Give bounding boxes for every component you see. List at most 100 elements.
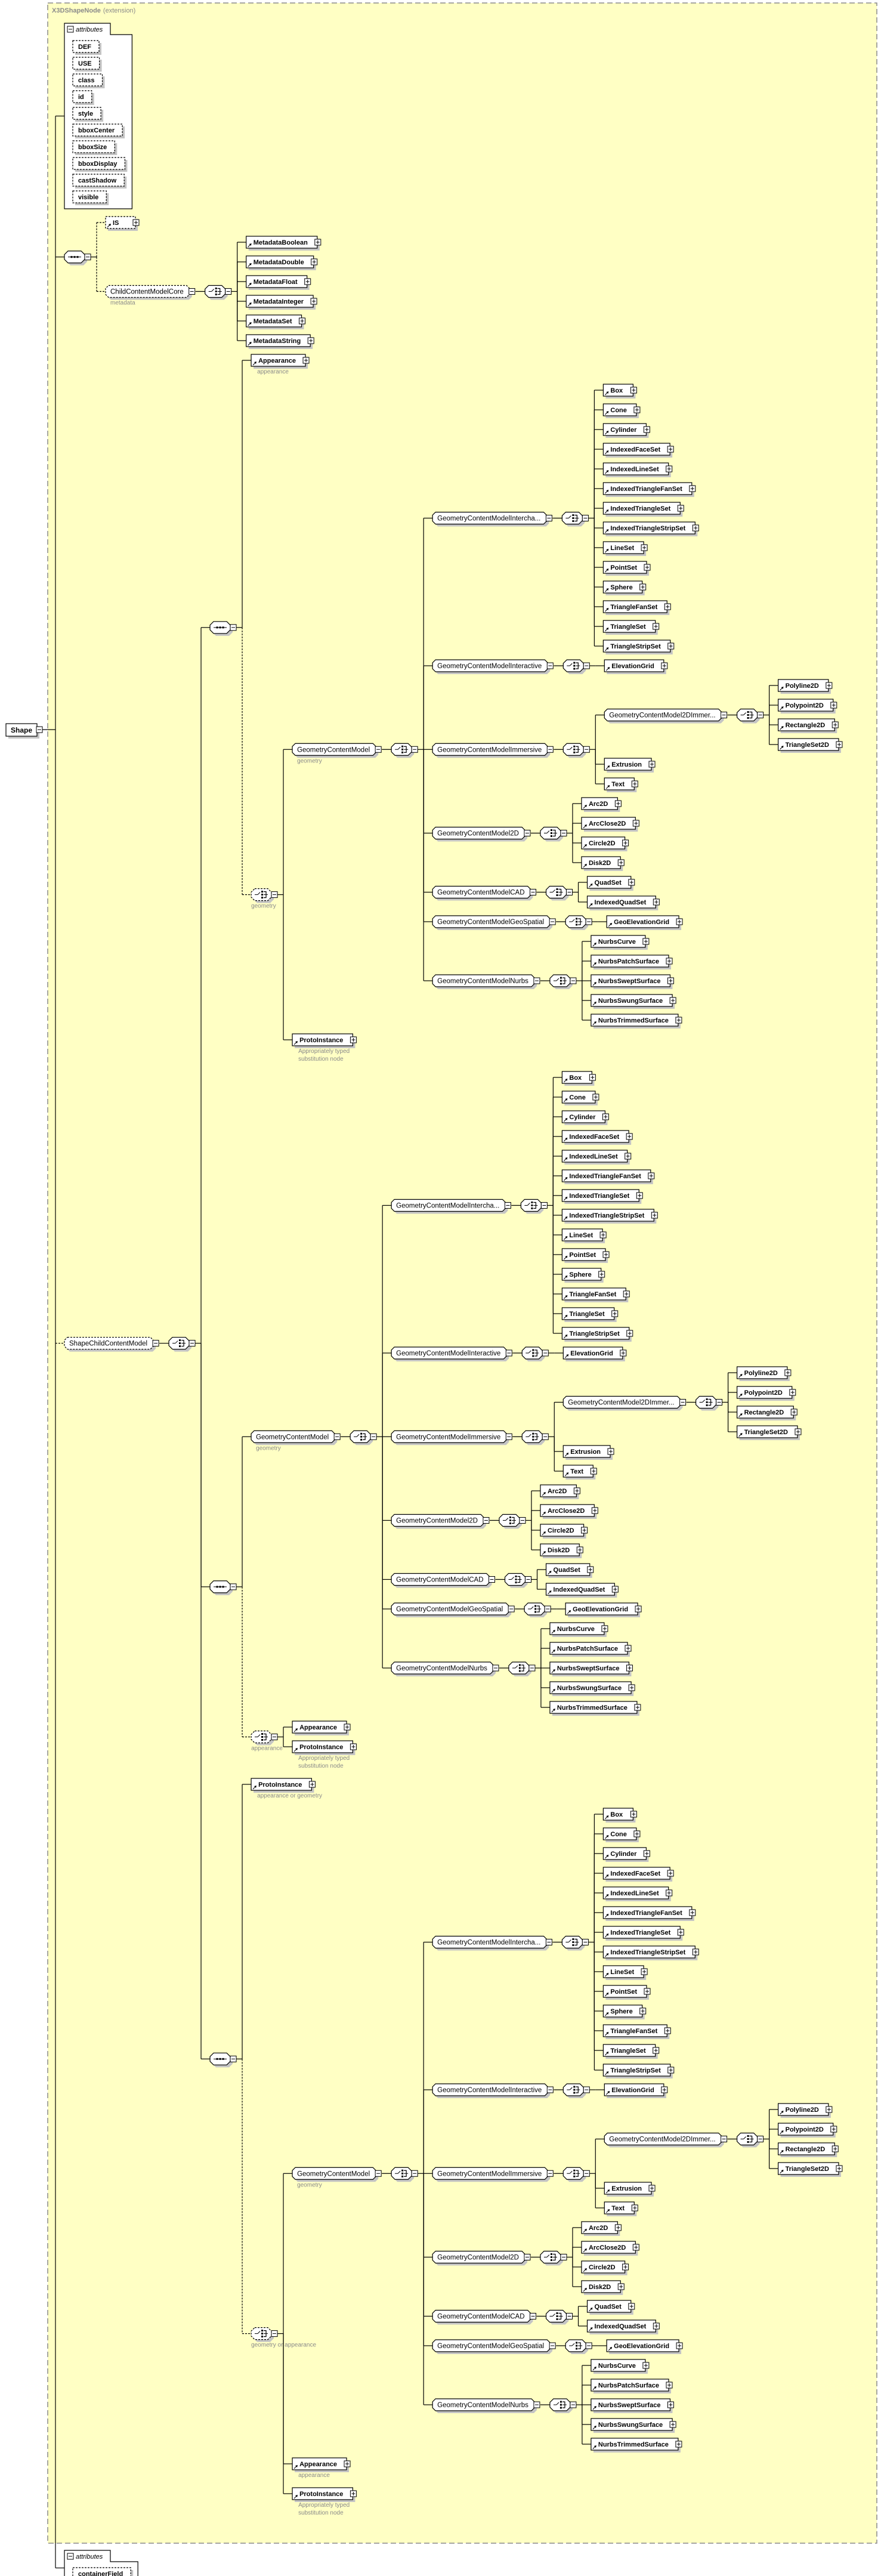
element-IndexedQuadSet[interactable]: IndexedQuadSet <box>545 1583 619 1598</box>
element-MetadataFloat[interactable]: MetadataFloat <box>246 275 311 290</box>
attribute-DEF[interactable]: DEF <box>72 40 101 55</box>
collapse-button[interactable] <box>585 918 592 925</box>
element-IndexedTriangleSet[interactable]: IndexedTriangleSet <box>602 1926 684 1941</box>
choice-compositor[interactable] <box>737 2132 764 2148</box>
expand-button[interactable] <box>573 1487 580 1494</box>
element-Appearance[interactable]: Appearance <box>292 1721 351 1735</box>
element-TriangleFanSet[interactable]: TriangleFanSet <box>602 600 671 615</box>
collapse-button[interactable] <box>528 1664 536 1672</box>
root-element-shape[interactable]: Shape <box>5 723 43 739</box>
element-TriangleSet2D[interactable]: TriangleSet2D <box>737 1425 802 1440</box>
expand-button[interactable] <box>617 859 625 866</box>
element-PointSet[interactable]: PointSet <box>602 1985 651 2000</box>
collapse-button[interactable] <box>492 1664 499 1672</box>
collapse-button[interactable] <box>546 746 554 753</box>
element-IndexedTriangleStripSet[interactable]: IndexedTriangleStripSet <box>602 521 699 536</box>
element-MetadataBoolean[interactable]: MetadataBoolean <box>246 236 322 251</box>
expand-button[interactable] <box>598 1271 605 1278</box>
expand-button[interactable] <box>310 298 317 305</box>
choice-compositor[interactable] <box>565 2339 592 2354</box>
expand-button[interactable] <box>631 780 638 787</box>
expand-button[interactable] <box>611 1310 619 1317</box>
choice-compositor[interactable]: geometry or appearance <box>251 2327 316 2349</box>
expand-button[interactable] <box>626 1330 633 1337</box>
collapse-button[interactable] <box>152 1340 159 1347</box>
expand-button[interactable] <box>632 2244 639 2251</box>
element-Polypoint2D[interactable]: Polypoint2D <box>778 699 837 714</box>
element-IndexedTriangleFanSet[interactable]: IndexedTriangleFanSet <box>602 482 696 497</box>
choice-compositor[interactable] <box>562 659 590 674</box>
expand-button[interactable] <box>587 1566 594 1573</box>
expand-button[interactable] <box>304 278 311 285</box>
choice-compositor[interactable] <box>504 1573 532 1588</box>
group-GeometryContentModel2D[interactable]: GeometryContentModel2D <box>432 826 531 842</box>
group-GeometryContentModelCAD[interactable]: GeometryContentModelCAD <box>432 885 537 901</box>
expand-button[interactable] <box>790 1409 797 1416</box>
group-GeometryContentModelNurbs[interactable]: GeometryContentModelNurbs <box>391 1661 499 1676</box>
collapse-button[interactable] <box>545 1939 552 1945</box>
collapse-button[interactable] <box>545 515 552 521</box>
collapse-button[interactable] <box>271 2330 278 2337</box>
collapse-button[interactable] <box>560 830 567 836</box>
expand-button[interactable] <box>692 524 699 532</box>
choice-compositor[interactable] <box>545 885 573 901</box>
element-MetadataInteger[interactable]: MetadataInteger <box>246 295 317 310</box>
expand-button[interactable] <box>648 2185 656 2192</box>
element-ElevationGrid[interactable]: ElevationGrid <box>604 2083 668 2098</box>
expand-button[interactable] <box>689 1909 696 1916</box>
element-IndexedFaceSet[interactable]: IndexedFaceSet <box>561 1130 633 1145</box>
expand-button[interactable] <box>789 1389 796 1396</box>
expand-button[interactable] <box>299 317 306 325</box>
expand-button[interactable] <box>302 357 310 364</box>
expand-button[interactable] <box>648 761 656 768</box>
element-Polypoint2D[interactable]: Polypoint2D <box>737 1386 796 1401</box>
group-GeometryContentModelIntercha[interactable]: GeometryContentModelIntercha... <box>391 1199 511 1214</box>
choice-compositor[interactable] <box>499 1514 526 1529</box>
element-LineSet[interactable]: LineSet <box>602 1965 648 1980</box>
element-QuadSet[interactable]: QuadSet <box>586 876 635 891</box>
element-Text[interactable]: Text <box>604 2201 638 2216</box>
expand-button[interactable] <box>307 337 314 344</box>
attribute-visible[interactable]: visible <box>72 190 109 205</box>
collapse-button[interactable] <box>230 1583 237 1590</box>
collapse-button[interactable] <box>530 889 537 895</box>
expand-button[interactable] <box>622 2263 629 2271</box>
element-Disk2D[interactable]: Disk2D <box>581 856 625 871</box>
expand-button[interactable] <box>653 2322 660 2330</box>
element-NurbsCurve[interactable]: NurbsCurve <box>591 2359 650 2374</box>
choice-compositor[interactable] <box>561 511 589 527</box>
expand-button[interactable] <box>643 1850 650 1857</box>
expand-button[interactable] <box>617 2283 625 2290</box>
element-Polyline2D[interactable]: Polyline2D <box>737 1366 792 1381</box>
choice-compositor[interactable] <box>540 2250 567 2266</box>
element-MetadataSet[interactable]: MetadataSet <box>246 314 306 329</box>
element-Disk2D[interactable]: Disk2D <box>581 2280 625 2295</box>
expand-button[interactable] <box>664 603 671 610</box>
expand-button[interactable] <box>669 2421 676 2428</box>
expand-button[interactable] <box>666 2382 673 2389</box>
expand-button[interactable] <box>630 387 637 394</box>
element-Cylinder[interactable]: Cylinder <box>561 1110 609 1125</box>
expand-button[interactable] <box>830 2126 837 2133</box>
group-GeometryContentModelGeoSpatial[interactable]: GeometryContentModelGeoSpatial <box>432 2339 556 2354</box>
attribute-containerField[interactable]: containerField <box>72 2567 134 2576</box>
expand-button[interactable] <box>669 997 676 1004</box>
expand-button[interactable] <box>664 2027 671 2034</box>
element-TriangleSet2D[interactable]: TriangleSet2D <box>778 738 843 753</box>
expand-button[interactable] <box>653 2047 660 2054</box>
group-GeometryContentModelCAD[interactable]: GeometryContentModelCAD <box>391 1573 496 1588</box>
element-ArcClose2D[interactable]: ArcClose2D <box>540 1504 598 1519</box>
expand-button[interactable] <box>648 1172 655 1179</box>
collapse-button[interactable] <box>67 26 74 33</box>
collapse-button[interactable] <box>757 712 764 718</box>
expand-button[interactable] <box>630 1811 637 1818</box>
collapse-button[interactable] <box>716 1399 723 1406</box>
group-GeometryContentModelInteractive[interactable]: GeometryContentModelInteractive <box>432 2083 554 2098</box>
element-TriangleSet[interactable]: TriangleSet <box>602 2044 660 2059</box>
choice-compositor[interactable] <box>562 2083 590 2098</box>
collapse-button[interactable] <box>546 662 554 669</box>
collapse-button[interactable] <box>524 830 531 836</box>
expand-button[interactable] <box>830 702 837 709</box>
expand-button[interactable] <box>607 1448 614 1455</box>
expand-button[interactable] <box>308 1781 316 1788</box>
